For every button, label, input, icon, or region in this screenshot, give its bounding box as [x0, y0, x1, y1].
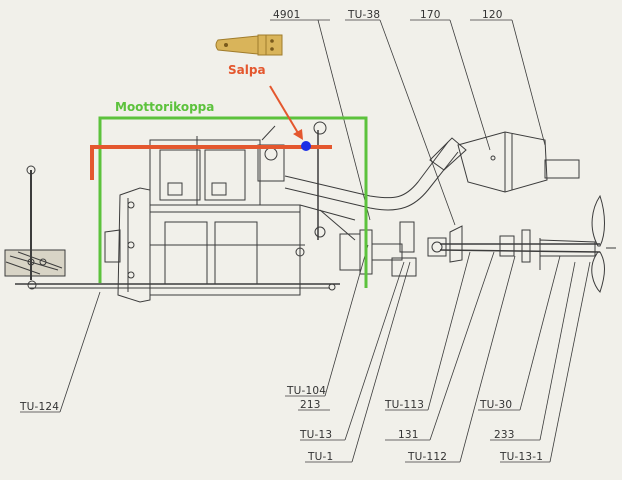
flywheel-housing: [104, 187, 151, 303]
engine-block: [149, 204, 356, 296]
part-label-tu-113: TU-113: [384, 399, 424, 411]
leader-lines: [20, 19, 591, 463]
hatch-line: [90, 145, 332, 180]
hinge-icon: [215, 34, 283, 56]
engine-drawing: [4, 19, 616, 463]
hatch-label: Salpa: [228, 63, 266, 77]
part-label-tu-104: TU-104: [286, 385, 326, 397]
part-label-tu-30: TU-30: [479, 399, 512, 411]
part-label-4901: 4901: [273, 9, 301, 21]
engine-bed: [4, 165, 66, 280]
part-label-170: 170: [420, 9, 441, 21]
part-label-tu-38: TU-38: [347, 9, 380, 21]
left-shaft-end: [27, 280, 37, 290]
engine-cover-label: Moottorikoppa: [115, 100, 214, 114]
part-labels: 4901 TU-38 170 120 TU-124 TU-104 213 TU-…: [19, 9, 543, 463]
part-label-tu-1: TU-1: [307, 451, 333, 463]
exhaust-pipe: [284, 137, 467, 211]
part-label-tu-13-1: TU-13-1: [499, 451, 543, 463]
coupling: [339, 221, 447, 277]
propeller: [591, 194, 616, 293]
cylinder-head: [149, 125, 285, 206]
part-label-120: 120: [482, 9, 503, 21]
part-label-tu-13: TU-13: [299, 429, 332, 441]
part-label-tu-124: TU-124: [19, 401, 59, 413]
hatch-arrow: [269, 85, 303, 140]
latch-point-marker: [301, 141, 311, 151]
engine-cover-outline: [98, 116, 368, 288]
part-label-213: 213: [300, 399, 321, 411]
propeller-shaft: [439, 225, 601, 270]
part-label-131: 131: [398, 429, 419, 441]
silencer: [457, 131, 580, 193]
part-label-233: 233: [494, 429, 515, 441]
part-label-tu-112: TU-112: [407, 451, 447, 463]
